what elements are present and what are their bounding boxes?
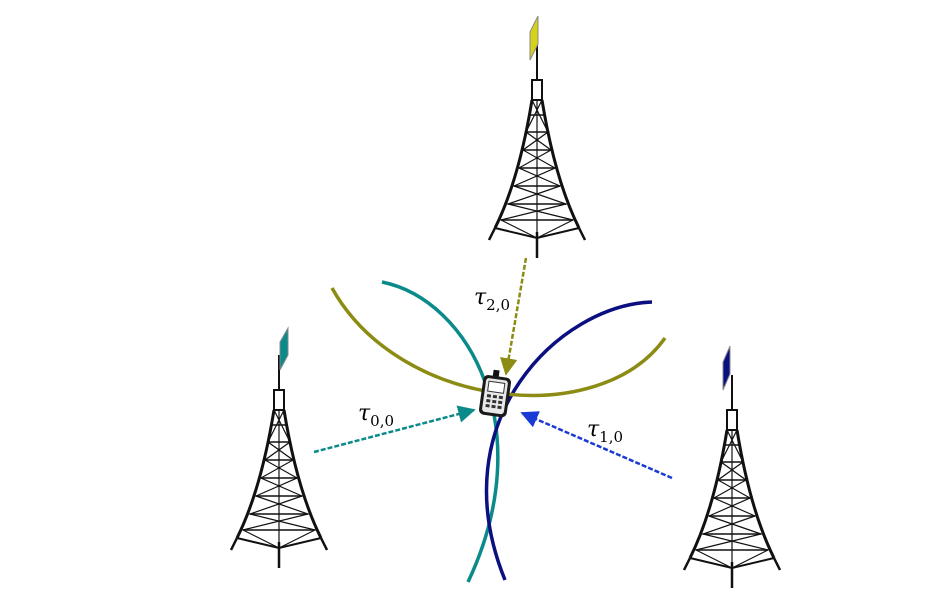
radio-tower-icon — [487, 15, 587, 260]
antenna-flag-icon — [279, 326, 289, 371]
antenna-flag-icon — [722, 345, 731, 391]
radio-tower-icon — [682, 345, 782, 590]
label-tau-1-0: τ1,0 — [587, 417, 623, 446]
range-arc-tower-1 — [484, 300, 653, 581]
range-arc-tower-0 — [381, 280, 500, 583]
label-tau-0-0: τ0,0 — [358, 401, 394, 430]
antenna-flag-icon — [529, 15, 539, 61]
arrow-tau-1-0 — [520, 411, 673, 480]
arrow-tau-0-0 — [313, 405, 476, 454]
label-tau-2-0: τ2,0 — [474, 285, 510, 314]
arrow-tau-2-0 — [500, 257, 528, 376]
radio-tower-icon — [229, 326, 329, 570]
mobile-phone-icon — [478, 369, 511, 418]
